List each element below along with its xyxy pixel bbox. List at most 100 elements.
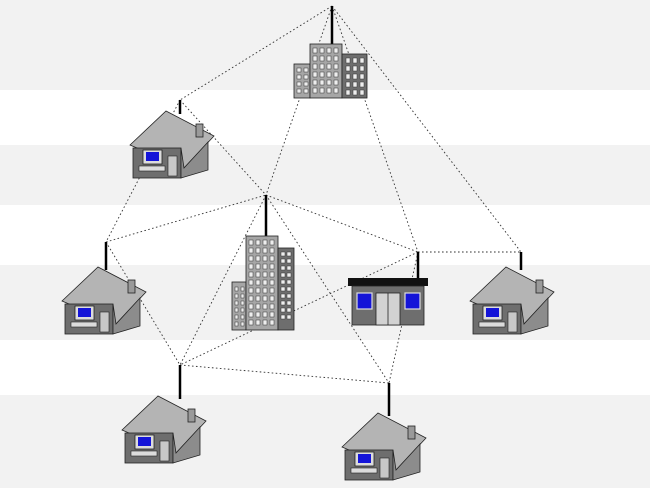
- link-n1-n5: [331, 5, 419, 253]
- background-band-4: [0, 395, 650, 488]
- tower-window: [262, 255, 268, 262]
- tower-window: [240, 314, 245, 320]
- house-door: [167, 155, 178, 177]
- tower-window: [286, 286, 292, 292]
- computer-screen: [146, 152, 159, 161]
- computer-screen: [78, 308, 91, 317]
- office-window: [345, 89, 351, 96]
- network-nodes: [61, 6, 555, 481]
- office-window: [312, 55, 318, 62]
- office-window: [296, 67, 302, 73]
- computer-screen: [358, 454, 371, 463]
- office-window: [333, 87, 339, 94]
- tower-window: [234, 314, 239, 320]
- office-window: [303, 88, 309, 94]
- tower-window: [280, 314, 286, 320]
- tower-building-n4: [231, 195, 295, 331]
- house-chimney: [187, 408, 196, 423]
- house-chimney: [535, 279, 544, 294]
- tower-window: [286, 265, 292, 271]
- house-n6: [469, 252, 555, 335]
- tower-window: [286, 251, 292, 257]
- office-window: [303, 74, 309, 80]
- office-window: [352, 81, 358, 88]
- tower-window: [255, 247, 261, 254]
- tower-window: [280, 307, 286, 313]
- tower-window: [255, 295, 261, 302]
- tower-window: [286, 307, 292, 313]
- tower-window: [262, 247, 268, 254]
- office-window: [352, 73, 358, 80]
- tower-window: [280, 258, 286, 264]
- tower-window: [286, 314, 292, 320]
- tower-window: [280, 251, 286, 257]
- tower-window: [262, 303, 268, 310]
- tower-window: [234, 286, 239, 292]
- shop-roof-band: [348, 278, 428, 286]
- office-window: [296, 88, 302, 94]
- link-n4-n8: [265, 194, 390, 384]
- office-window: [303, 67, 309, 73]
- tower-window: [240, 293, 245, 299]
- tower-window: [234, 300, 239, 306]
- office-window: [326, 87, 332, 94]
- office-window: [333, 71, 339, 78]
- tower-window: [255, 303, 261, 310]
- tower-window: [240, 307, 245, 313]
- office-window: [319, 79, 325, 86]
- link-n7-n8: [179, 364, 390, 384]
- tower-window: [248, 295, 254, 302]
- house-door: [159, 440, 170, 462]
- house-n7: [121, 365, 207, 464]
- tower-window: [286, 279, 292, 285]
- tower-window: [248, 311, 254, 318]
- tower-window: [286, 293, 292, 299]
- tower-window: [269, 303, 275, 310]
- tower-window: [262, 311, 268, 318]
- tower-window: [248, 319, 254, 326]
- office-window: [326, 71, 332, 78]
- shop-window-right: [404, 292, 421, 310]
- tower-window: [234, 293, 239, 299]
- tower-window: [248, 303, 254, 310]
- tower-window: [269, 271, 275, 278]
- office-window: [319, 87, 325, 94]
- tower-window: [262, 287, 268, 294]
- house-door: [507, 311, 518, 333]
- tower-window: [286, 258, 292, 264]
- link-n1-n2: [179, 5, 333, 101]
- tower-window: [262, 319, 268, 326]
- tower-window: [248, 287, 254, 294]
- tower-window: [255, 287, 261, 294]
- tower-window: [269, 319, 275, 326]
- house-door: [99, 311, 110, 333]
- tower-window: [248, 271, 254, 278]
- office-window: [319, 55, 325, 62]
- keyboard-icon: [138, 165, 166, 172]
- tower-window: [280, 272, 286, 278]
- tower-window: [262, 279, 268, 286]
- house-side-wall: [172, 425, 201, 464]
- office-building-n1: [293, 6, 368, 99]
- background-band-2: [0, 145, 650, 205]
- house-side-wall: [180, 140, 209, 179]
- tower-side-block: [277, 247, 295, 331]
- tower-window: [255, 263, 261, 270]
- tower-window: [269, 279, 275, 286]
- house-side-wall: [392, 442, 421, 481]
- keyboard-icon: [350, 467, 378, 474]
- tower-window: [234, 307, 239, 313]
- tower-window: [286, 300, 292, 306]
- tower-window: [262, 239, 268, 246]
- office-window: [359, 89, 365, 96]
- office-window: [345, 65, 351, 72]
- tower-window: [248, 279, 254, 286]
- tower-window: [248, 255, 254, 262]
- office-window: [296, 74, 302, 80]
- tower-window: [269, 255, 275, 262]
- office-window: [319, 47, 325, 54]
- link-n4-n5: [265, 194, 419, 253]
- tower-window: [262, 263, 268, 270]
- tower-window: [262, 271, 268, 278]
- office-window: [326, 55, 332, 62]
